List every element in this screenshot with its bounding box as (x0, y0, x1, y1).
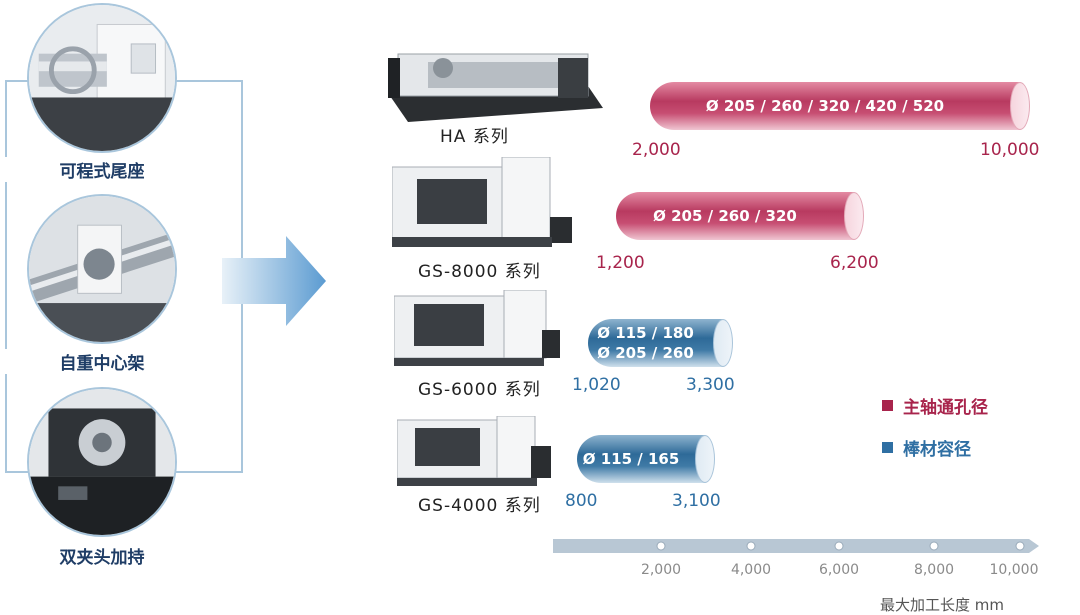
feature-label-steady-rest: 自重中心架 (2, 349, 202, 374)
machine-label-gs6000: GS-6000 系列 (418, 380, 541, 400)
machine-label-ha: HA 系列 (440, 127, 509, 147)
range-min-gs6000: 1,020 (572, 375, 621, 395)
range-max-ha: 10,000 (980, 140, 1040, 160)
feature-image-steady-rest (27, 194, 177, 344)
axis-tick-label: 8,000 (913, 562, 955, 578)
range-bar-gs4000: Ø 115 / 165 (577, 435, 715, 483)
axis-unit-label: 最大加工长度 mm (880, 596, 1004, 614)
axis-tick-label: 6,000 (818, 562, 860, 578)
range-max-gs8000: 6,200 (830, 253, 879, 273)
diameter-text: Ø 115 / 165 (582, 450, 680, 468)
machine-image-gs8000 (392, 157, 574, 249)
axis-tick-dot (834, 541, 844, 551)
legend-bar: 棒材容径 (882, 435, 971, 460)
axis-tick-dot (746, 541, 756, 551)
diameter-text: Ø 205 / 260 (597, 344, 694, 362)
range-min-gs8000: 1,200 (596, 253, 645, 273)
axis-tick-label: 2,000 (640, 562, 682, 578)
legend-spindle: 主轴通孔径 (882, 393, 988, 418)
legend-label-bar: 棒材容径 (903, 440, 971, 460)
machine-image-gs4000 (397, 416, 555, 488)
feature-label-tailstock: 可程式尾座 (2, 157, 202, 182)
legend-swatch-bar (882, 442, 893, 453)
legend-swatch-spindle (882, 400, 893, 411)
range-min-gs4000: 800 (565, 491, 598, 511)
feature-image-dual-chuck (27, 387, 177, 537)
axis-tick-label: 4,000 (730, 562, 772, 578)
axis-tick-dot (929, 541, 939, 551)
feature-image-tailstock (27, 3, 177, 153)
length-axis (553, 539, 1039, 553)
range-bar-gs8000: Ø 205 / 260 / 320 (616, 192, 864, 240)
range-max-gs6000: 3,300 (686, 375, 735, 395)
machine-label-gs4000: GS-4000 系列 (418, 496, 541, 516)
feature-label-dual-chuck: 双夹头加持 (2, 543, 202, 568)
axis-tick-dot (656, 541, 666, 551)
arrow-right-icon (222, 236, 326, 326)
legend-label-spindle: 主轴通孔径 (903, 398, 988, 418)
axis-tick-label: 10,000 (989, 562, 1039, 578)
range-max-gs4000: 3,100 (672, 491, 721, 511)
machine-image-ha (388, 48, 610, 126)
diameter-text: Ø 115 / 180 (597, 324, 694, 342)
diameter-text: Ø 205 / 260 / 320 (653, 207, 797, 225)
range-bar-ha: Ø 205 / 260 / 320 / 420 / 520 (650, 82, 1030, 130)
range-min-ha: 2,000 (632, 140, 681, 160)
axis-tick-dot (1015, 541, 1025, 551)
range-bar-gs6000: Ø 115 / 180 Ø 205 / 260 (588, 319, 733, 367)
machine-image-gs6000 (394, 290, 562, 368)
machine-label-gs8000: GS-8000 系列 (418, 262, 541, 282)
diameter-text: Ø 205 / 260 / 320 / 420 / 520 (705, 97, 945, 115)
